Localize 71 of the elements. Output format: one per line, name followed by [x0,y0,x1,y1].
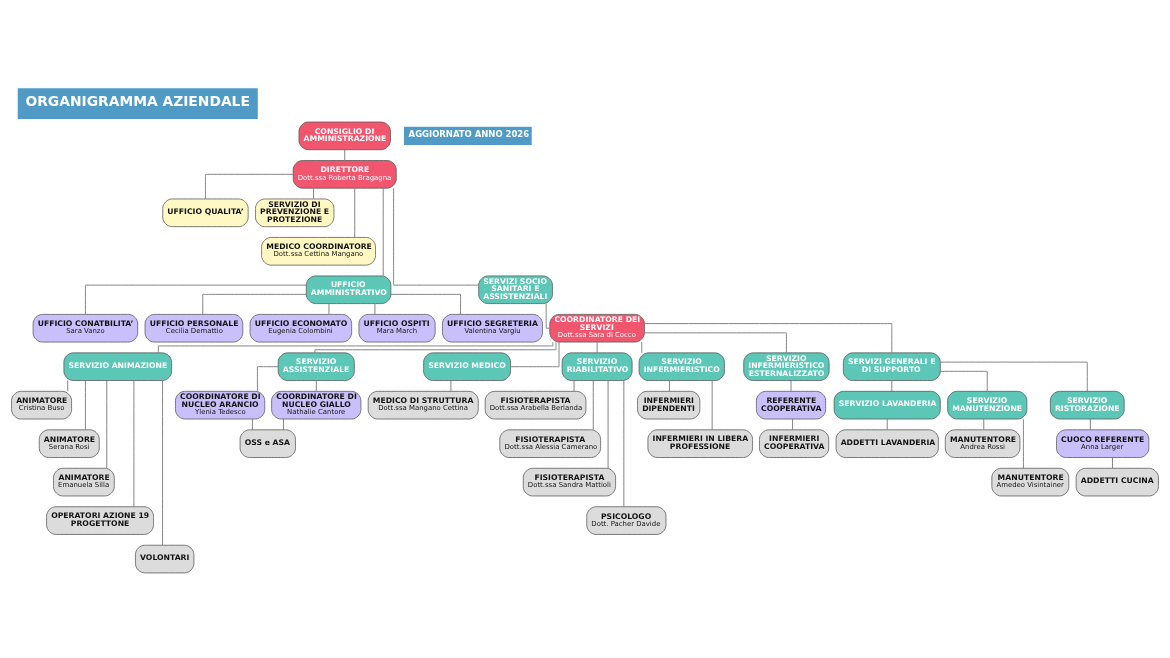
connector [390,293,461,315]
connector [711,380,713,431]
connector [644,323,893,354]
connector [382,187,384,277]
connector [393,187,479,286]
connector [891,380,893,392]
connector [792,418,793,431]
connector [983,418,985,431]
node-box: OPERATORI AZIONE 19 PROGETTONE [46,506,154,535]
connector [644,332,787,354]
node-box: ADDETTI LAVANDERIA [835,429,939,458]
node-box: UFFICIO AMMINISTRATIVO [305,275,392,304]
node-box: VOLONTARI [135,544,195,574]
connector [157,341,554,354]
connector [1112,457,1113,469]
connector [623,380,625,508]
node-box: INFERMIERI DIPENDENTI [637,390,701,420]
connector [313,187,315,200]
connector [162,380,163,546]
connector [545,303,550,329]
node-box: REFERENTE COOPERATIVA [756,390,827,420]
connector [67,380,69,392]
connector [939,370,988,392]
node-box: SERVIZIO RISTORAZIONE [1049,390,1125,420]
node-box: SERVIZIO INFERMIERISTICO [638,352,725,381]
node-box: OSS e ASA [239,429,296,458]
connector [328,303,330,315]
connector [1022,418,1024,469]
node-box: INFERMIERI COOPERATIVA [759,429,830,458]
connector [450,380,452,392]
connector [669,380,670,392]
node-box: SERVIZIO LAVANDERIA [833,390,941,420]
connector [205,173,294,200]
connector [573,380,575,392]
node-box: CONSIGLIO DI AMMINISTRAZIONE [298,121,391,151]
connector [84,380,86,431]
connector [592,380,594,431]
connector [596,341,598,354]
node-box: INFERMIERI IN LIBERA PROFESSIONE [647,429,753,458]
node-box: SERVIZI GENERALI E DI SUPPORTO [842,352,941,381]
connector [106,380,108,469]
connector [939,361,1088,392]
node-box: SERVIZIO RIABILITATIVO [561,352,633,381]
diagram-title: ORGANIGRAMMA AZIENDALE [25,93,250,110]
connector [354,188,356,238]
connector [256,366,279,392]
connector [607,380,609,469]
connector [84,284,307,315]
node-box: UFFICIO QUALITA’ [162,198,249,228]
node-box: ADDETTI CUCINA [1075,467,1159,497]
node-box: SERVIZIO MANUTENZIONE [947,390,1028,420]
connector [1089,418,1091,431]
connector [886,418,888,431]
connector [641,341,643,354]
node-box: SERVIZI SOCIO SANITARI E ASSISTENZIALI [478,275,553,304]
connector [344,149,346,161]
connector [202,293,307,315]
node-box: SERVIZIO INFERMIERISTICO ESTERNALIZZATO [743,352,830,381]
connector [251,418,253,431]
connector [510,341,560,368]
node-box: SERVIZIO DI PREVENZIONE E PROTEZIONE [255,198,335,228]
connector [315,380,317,392]
node-box: SERVIZIO MEDICO [423,352,511,381]
connector [790,380,792,392]
node-box: SERVIZIO ASSISTENZIALE [277,352,355,381]
connector [314,341,557,354]
connector [374,303,376,315]
node-box: SERVIZIO ANIMAZIONE [63,352,172,381]
connector [283,418,284,431]
connector [133,380,135,508]
label: AGGIORNATO ANNO 2026 [408,129,530,140]
